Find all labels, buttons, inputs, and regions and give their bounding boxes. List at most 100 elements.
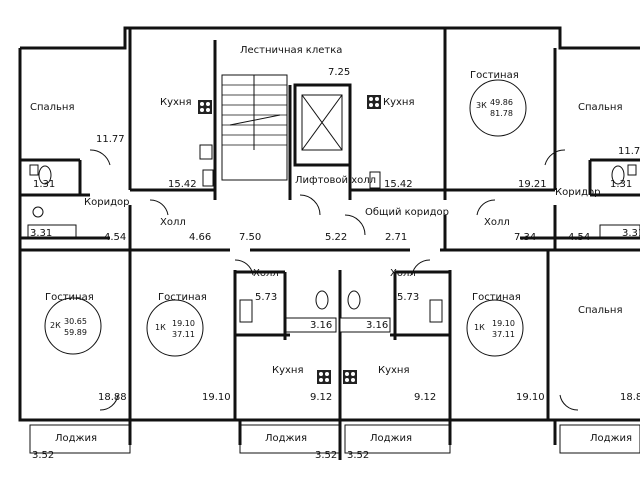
sink-icon (239, 299, 253, 323)
apartment-living-area: 19.10 (172, 319, 195, 328)
apartment-summaries: 3К 49.86 81.78 2К 30.65 59.89 1К 19.10 3… (50, 98, 515, 339)
area-value: 11.77 (96, 134, 125, 145)
apartment-marker (466, 299, 524, 357)
area-value: 18.88 (620, 392, 640, 403)
apartment-area-markers (44, 79, 527, 357)
room-label: Лифтовой холл (295, 175, 376, 186)
area-value: 7.34 (514, 232, 536, 243)
room-label: Коридор (555, 187, 600, 198)
staircase (221, 74, 288, 181)
stove-icon (198, 100, 212, 114)
room-label: Холл (390, 268, 416, 279)
stove-icon (367, 95, 381, 109)
room-label: Коридор (84, 197, 129, 208)
area-value: 3.52 (32, 450, 54, 461)
area-value: 3.16 (366, 320, 388, 331)
apartment-marker (44, 297, 102, 355)
area-value: 1.31 (33, 179, 55, 190)
apartment-marker (469, 79, 527, 137)
area-value: 4.66 (189, 232, 211, 243)
door-swings (89, 149, 579, 411)
room-labels: Лестничная клетка Кухня Кухня Гостиная С… (30, 45, 632, 444)
apartment-marker (146, 299, 204, 357)
area-value: 2.71 (385, 232, 407, 243)
area-value: 19.21 (518, 179, 547, 190)
loggia-outline (344, 424, 451, 454)
area-value: 4.54 (104, 232, 126, 243)
area-value: 3.52 (315, 450, 337, 461)
room-label: Лоджия (590, 433, 632, 444)
room-label: Лоджия (370, 433, 412, 444)
toilet-icon (29, 164, 52, 185)
room-label: Холл (160, 217, 186, 228)
loggia-outline (29, 424, 131, 454)
apartment-type: 2К (50, 321, 61, 330)
sink-icon (202, 169, 214, 187)
room-label: Холл (253, 268, 279, 279)
area-value: 5.73 (397, 292, 419, 303)
fixtures (27, 95, 640, 454)
room-label: Холл (484, 217, 510, 228)
room-label: Спальня (30, 102, 75, 113)
apartment-living-area: 49.86 (490, 98, 513, 107)
area-value: 7.50 (239, 232, 261, 243)
interior-walls (20, 28, 640, 420)
room-label: Гостиная (472, 292, 521, 303)
area-value: 19.10 (202, 392, 231, 403)
area-value: 9.12 (310, 392, 332, 403)
room-label: Гостиная (158, 292, 207, 303)
bathtub-icon (339, 317, 391, 333)
apartment-total-area: 37.11 (492, 330, 515, 339)
room-label: Спальня (578, 102, 623, 113)
loggia-outline (239, 424, 341, 454)
toilet-icon (315, 290, 329, 310)
washbasin-icon (32, 206, 44, 218)
toilet-icon (347, 290, 361, 310)
area-value: 3.31 (30, 228, 52, 239)
area-value: 5.73 (255, 292, 277, 303)
room-label-stair: Лестничная клетка (240, 45, 342, 56)
toilet-icon (611, 164, 637, 185)
bathtub-icon (27, 224, 77, 238)
room-label: Гостиная (45, 292, 94, 303)
room-label: Кухня (160, 97, 192, 108)
bathtub-icon (285, 317, 337, 333)
sink-icon (429, 299, 443, 323)
area-value: 9.12 (414, 392, 436, 403)
sink-icon (199, 144, 213, 160)
area-values: 7.25 11.77 1.31 3.31 4.54 15.42 4.66 7.5… (30, 67, 640, 461)
lift-shaft (301, 94, 343, 151)
apartment-living-area: 30.65 (64, 317, 87, 326)
area-value: 15.42 (168, 179, 197, 190)
room-label: Общий коридор (365, 207, 449, 218)
room-label: Кухня (383, 97, 415, 108)
apartment-type: 3К (476, 101, 487, 110)
area-value: 3.52 (347, 450, 369, 461)
area-value: 15.42 (384, 179, 413, 190)
apartment-total-area: 59.89 (64, 328, 87, 337)
apartment-living-area: 19.10 (492, 319, 515, 328)
area-value: 3.16 (310, 320, 332, 331)
bathtub-icon (599, 224, 640, 238)
area-value: 4.54 (568, 232, 590, 243)
area-value: 7.25 (328, 67, 350, 78)
area-value: 18.88 (98, 392, 127, 403)
stove-icon (343, 370, 357, 384)
apartment-type: 1К (155, 323, 166, 332)
area-value: 5.22 (325, 232, 347, 243)
room-label: Спальня (578, 305, 623, 316)
room-label: Кухня (378, 365, 410, 376)
area-value: 11.77 (618, 146, 640, 157)
sink-icon (369, 171, 381, 189)
loggia-outline (559, 424, 640, 454)
room-label: Лоджия (55, 433, 97, 444)
apartment-type: 1К (474, 323, 485, 332)
room-label: Гостиная (470, 70, 519, 81)
room-label: Лоджия (265, 433, 307, 444)
area-value: 1.31 (610, 179, 632, 190)
apartment-total-area: 37.11 (172, 330, 195, 339)
stove-icon (317, 370, 331, 384)
room-label: Кухня (272, 365, 304, 376)
area-value: 3.31 (622, 228, 640, 239)
